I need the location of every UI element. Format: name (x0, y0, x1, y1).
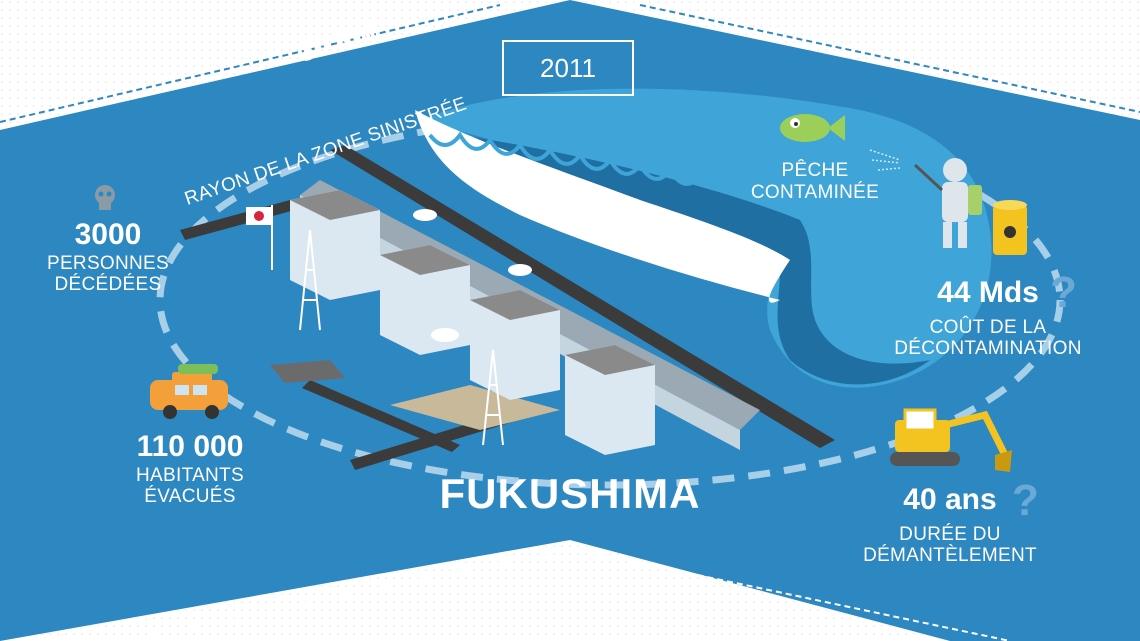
power-plant-icon (290, 180, 760, 455)
radioactive-barrel-icon (993, 200, 1027, 255)
cost-question-mark: ? (1050, 268, 1077, 317)
wave-icon (415, 88, 992, 388)
flag-icon (246, 205, 273, 270)
dismantling-question-mark: ? (1012, 476, 1039, 525)
deaths-stat: 3000 PERSONNES DÉCÉDÉES (28, 218, 188, 296)
car-icon (150, 364, 228, 419)
dismantling-label-1: DURÉE DU (899, 523, 1001, 545)
dismantling-value: 40 ans (903, 483, 997, 516)
dismantling-stat: 40 ans DURÉE DU DÉMANTÈLEMENT (840, 483, 1060, 567)
pylon-icon (299, 229, 504, 446)
evacuated-value: 110 000 (136, 430, 244, 463)
evacuated-stat: 110 000 HABITANTS ÉVACUÉS (110, 430, 270, 508)
skull-icon (95, 185, 115, 210)
hazmat-worker-icon (869, 149, 982, 248)
year-box: 2011 (502, 40, 634, 96)
evacuated-label-1: HABITANTS (136, 464, 244, 486)
page-title: FUKUSHIMA (439, 470, 701, 517)
fish-icon (780, 114, 845, 142)
fishing-label-2: CONTAMINÉE (750, 181, 880, 203)
cost-value: 44 Mds (937, 276, 1039, 309)
cost-label-1: COÛT DE LA (929, 316, 1047, 338)
cost-stat: 44 Mds COÛT DE LA DÉCONTAMINATION (878, 276, 1098, 360)
deaths-value: 3000 (74, 218, 142, 251)
excavator-icon (890, 408, 1012, 472)
deaths-label-2: DÉCÉDÉES (54, 274, 162, 296)
roads (180, 145, 835, 470)
cost-label-2: DÉCONTAMINATION (894, 338, 1082, 360)
dismantling-label-2: DÉMANTÈLEMENT (863, 545, 1037, 567)
top-border-left (0, 4, 501, 123)
fishing-label-1: PÊCHE (781, 160, 849, 181)
top-border-right (639, 4, 1140, 113)
fishing-stat: PÊCHE CONTAMINÉE (740, 160, 890, 204)
bottom-border (119, 546, 1011, 641)
evacuated-label-2: ÉVACUÉS (144, 486, 236, 508)
deaths-label-1: PERSONNES (46, 252, 169, 274)
